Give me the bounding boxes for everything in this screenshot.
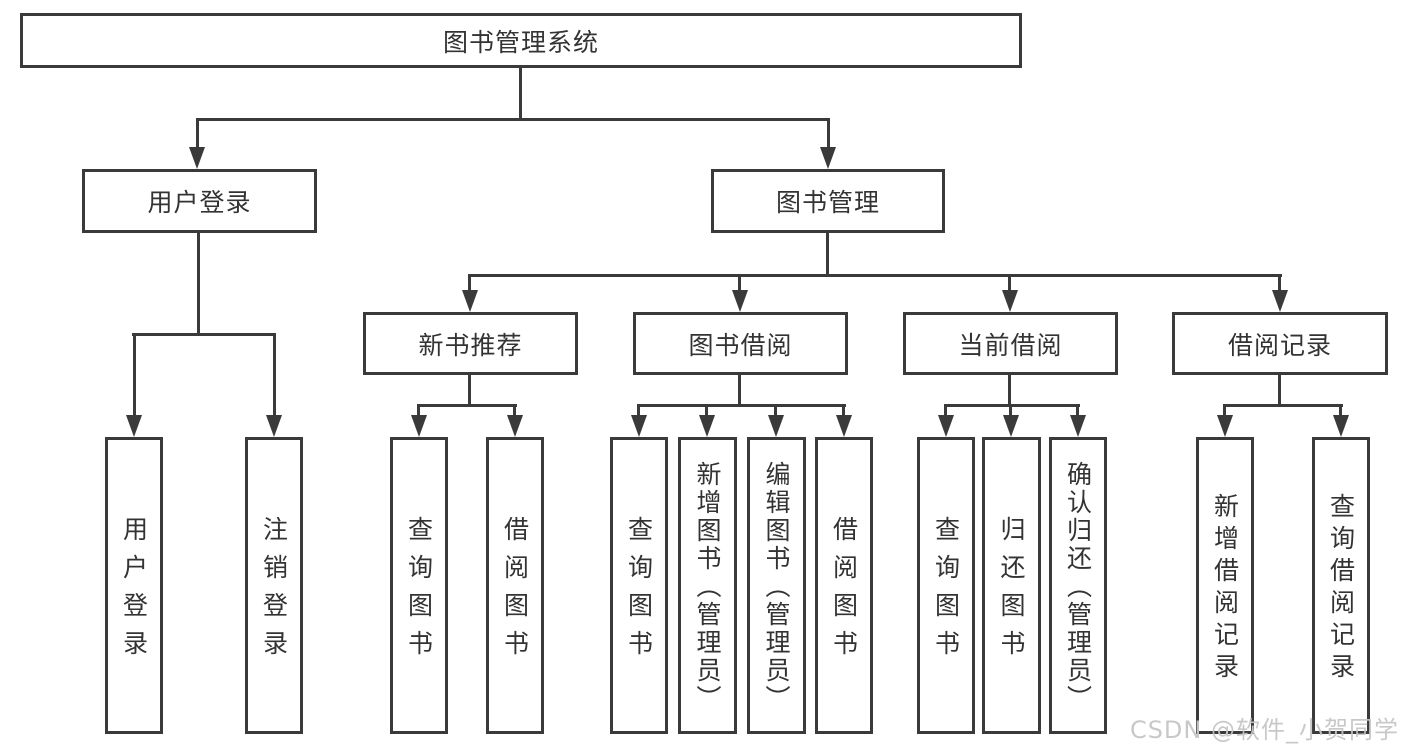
arrowhead-icon bbox=[507, 415, 523, 437]
arrowhead-icon bbox=[126, 415, 142, 437]
node-new-book-recommend: 新书推荐 bbox=[363, 312, 578, 375]
connector-drop-leaf bbox=[944, 406, 947, 417]
connector-drop-user-login bbox=[196, 120, 199, 148]
arrowhead-icon bbox=[732, 290, 748, 312]
connector-group-stem bbox=[738, 375, 741, 406]
node-user-login-label: 用户登录 bbox=[147, 188, 252, 217]
connector-group-stem bbox=[1008, 375, 1011, 406]
leaf-user-login: 用户登录 bbox=[105, 437, 163, 734]
arrowhead-icon bbox=[768, 415, 784, 437]
arrowhead-icon bbox=[1272, 290, 1288, 312]
connector-level1-branch bbox=[196, 118, 830, 121]
arrowhead-icon bbox=[266, 415, 282, 437]
leaf-label: 借阅图书 bbox=[500, 516, 530, 668]
leaf-add-books-admin: 新增图书（管理员） bbox=[678, 437, 737, 734]
connector-user-login-stem bbox=[197, 233, 200, 335]
connector-drop-leaf bbox=[637, 406, 640, 417]
arrowhead-icon bbox=[1333, 415, 1349, 437]
connector-group-branch bbox=[944, 404, 1080, 407]
connector-user-login-branch bbox=[132, 333, 276, 336]
node-root-label: 图书管理系统 bbox=[442, 27, 599, 57]
leaf-confirm-return-admin: 确认归还（管理员） bbox=[1049, 437, 1107, 734]
leaf-label: 借阅图书 bbox=[829, 516, 859, 668]
leaf-add-borrow-record: 新增借阅记录 bbox=[1196, 437, 1254, 734]
leaf-query-books-1: 查询图书 bbox=[390, 437, 448, 734]
leaf-borrow-books-1: 借阅图书 bbox=[486, 437, 544, 734]
arrowhead-icon bbox=[1217, 415, 1233, 437]
leaf-query-borrow-record: 查询借阅记录 bbox=[1312, 437, 1370, 734]
node-book-borrowing: 图书借阅 bbox=[633, 312, 848, 375]
leaf-edit-books-admin: 编辑图书（管理员） bbox=[747, 437, 806, 734]
leaf-return-books: 归还图书 bbox=[982, 437, 1041, 734]
connector-drop-leaf bbox=[273, 335, 276, 416]
connector-drop-leaf bbox=[1009, 406, 1012, 417]
connector-drop-level3 bbox=[468, 276, 471, 291]
node-book-management-label: 图书管理 bbox=[775, 188, 880, 217]
connector-drop-leaf bbox=[1339, 406, 1342, 417]
node-book-management: 图书管理 bbox=[711, 169, 945, 233]
node-current-borrowing-label: 当前借阅 bbox=[958, 330, 1063, 360]
leaf-label: 确认归还（管理员） bbox=[1063, 461, 1093, 713]
leaf-label: 新增借阅记录 bbox=[1210, 493, 1240, 685]
leaf-label: 查询图书 bbox=[624, 516, 654, 668]
arrowhead-icon bbox=[411, 415, 427, 437]
connector-drop-leaf bbox=[513, 406, 516, 417]
arrowhead-icon bbox=[938, 415, 954, 437]
connector-group-stem bbox=[468, 375, 471, 406]
connector-group-branch bbox=[637, 404, 846, 407]
connector-book-management-stem bbox=[826, 233, 829, 276]
leaf-label: 用户登录 bbox=[119, 516, 149, 668]
arrowhead-icon bbox=[631, 415, 647, 437]
csdn-watermark: CSDN @软件_小贺同学 bbox=[1129, 716, 1399, 744]
leaf-label: 编辑图书（管理员） bbox=[762, 461, 791, 713]
leaf-label: 注销登录 bbox=[259, 516, 289, 668]
node-new-book-recommend-label: 新书推荐 bbox=[418, 330, 523, 360]
connector-level3-branch bbox=[468, 274, 1282, 277]
node-borrowing-records: 借阅记录 bbox=[1172, 312, 1388, 375]
connector-drop-level3 bbox=[738, 276, 741, 291]
node-user-login: 用户登录 bbox=[82, 169, 317, 233]
connector-group-branch bbox=[1223, 404, 1343, 407]
leaf-label: 查询图书 bbox=[404, 516, 434, 668]
leaf-label: 归还图书 bbox=[997, 516, 1026, 668]
leaf-label: 查询图书 bbox=[931, 516, 961, 668]
connector-root-stem bbox=[519, 68, 522, 121]
arrowhead-icon bbox=[462, 290, 478, 312]
connector-drop-book-management bbox=[827, 120, 830, 148]
leaf-label: 新增图书（管理员） bbox=[693, 461, 722, 713]
leaf-borrow-books-2: 借阅图书 bbox=[815, 437, 873, 734]
connector-drop-leaf bbox=[133, 335, 136, 416]
connector-group-branch bbox=[417, 404, 517, 407]
connector-group-stem bbox=[1278, 375, 1281, 406]
node-borrowing-records-label: 借阅记录 bbox=[1227, 330, 1332, 360]
node-root: 图书管理系统 bbox=[20, 13, 1022, 68]
leaf-label: 查询借阅记录 bbox=[1326, 493, 1356, 685]
connector-drop-level3 bbox=[1278, 276, 1281, 291]
connector-drop-leaf bbox=[1223, 406, 1226, 417]
node-current-borrowing: 当前借阅 bbox=[903, 312, 1118, 375]
leaf-query-books-3: 查询图书 bbox=[917, 437, 975, 734]
arrowhead-icon bbox=[699, 415, 715, 437]
connector-drop-leaf bbox=[705, 406, 708, 417]
connector-drop-leaf bbox=[842, 406, 845, 417]
arrowhead-icon bbox=[820, 147, 836, 169]
arrowhead-icon bbox=[1003, 415, 1019, 437]
connector-drop-leaf bbox=[1076, 406, 1079, 417]
connector-drop-leaf bbox=[774, 406, 777, 417]
connector-drop-level3 bbox=[1008, 276, 1011, 291]
arrowhead-icon bbox=[1070, 415, 1086, 437]
leaf-query-books-2: 查询图书 bbox=[610, 437, 668, 734]
arrowhead-icon bbox=[189, 147, 205, 169]
arrowhead-icon bbox=[1002, 290, 1018, 312]
connector-drop-leaf bbox=[417, 406, 420, 417]
arrowhead-icon bbox=[836, 415, 852, 437]
node-book-borrowing-label: 图书借阅 bbox=[688, 330, 793, 360]
leaf-logout: 注销登录 bbox=[245, 437, 303, 734]
